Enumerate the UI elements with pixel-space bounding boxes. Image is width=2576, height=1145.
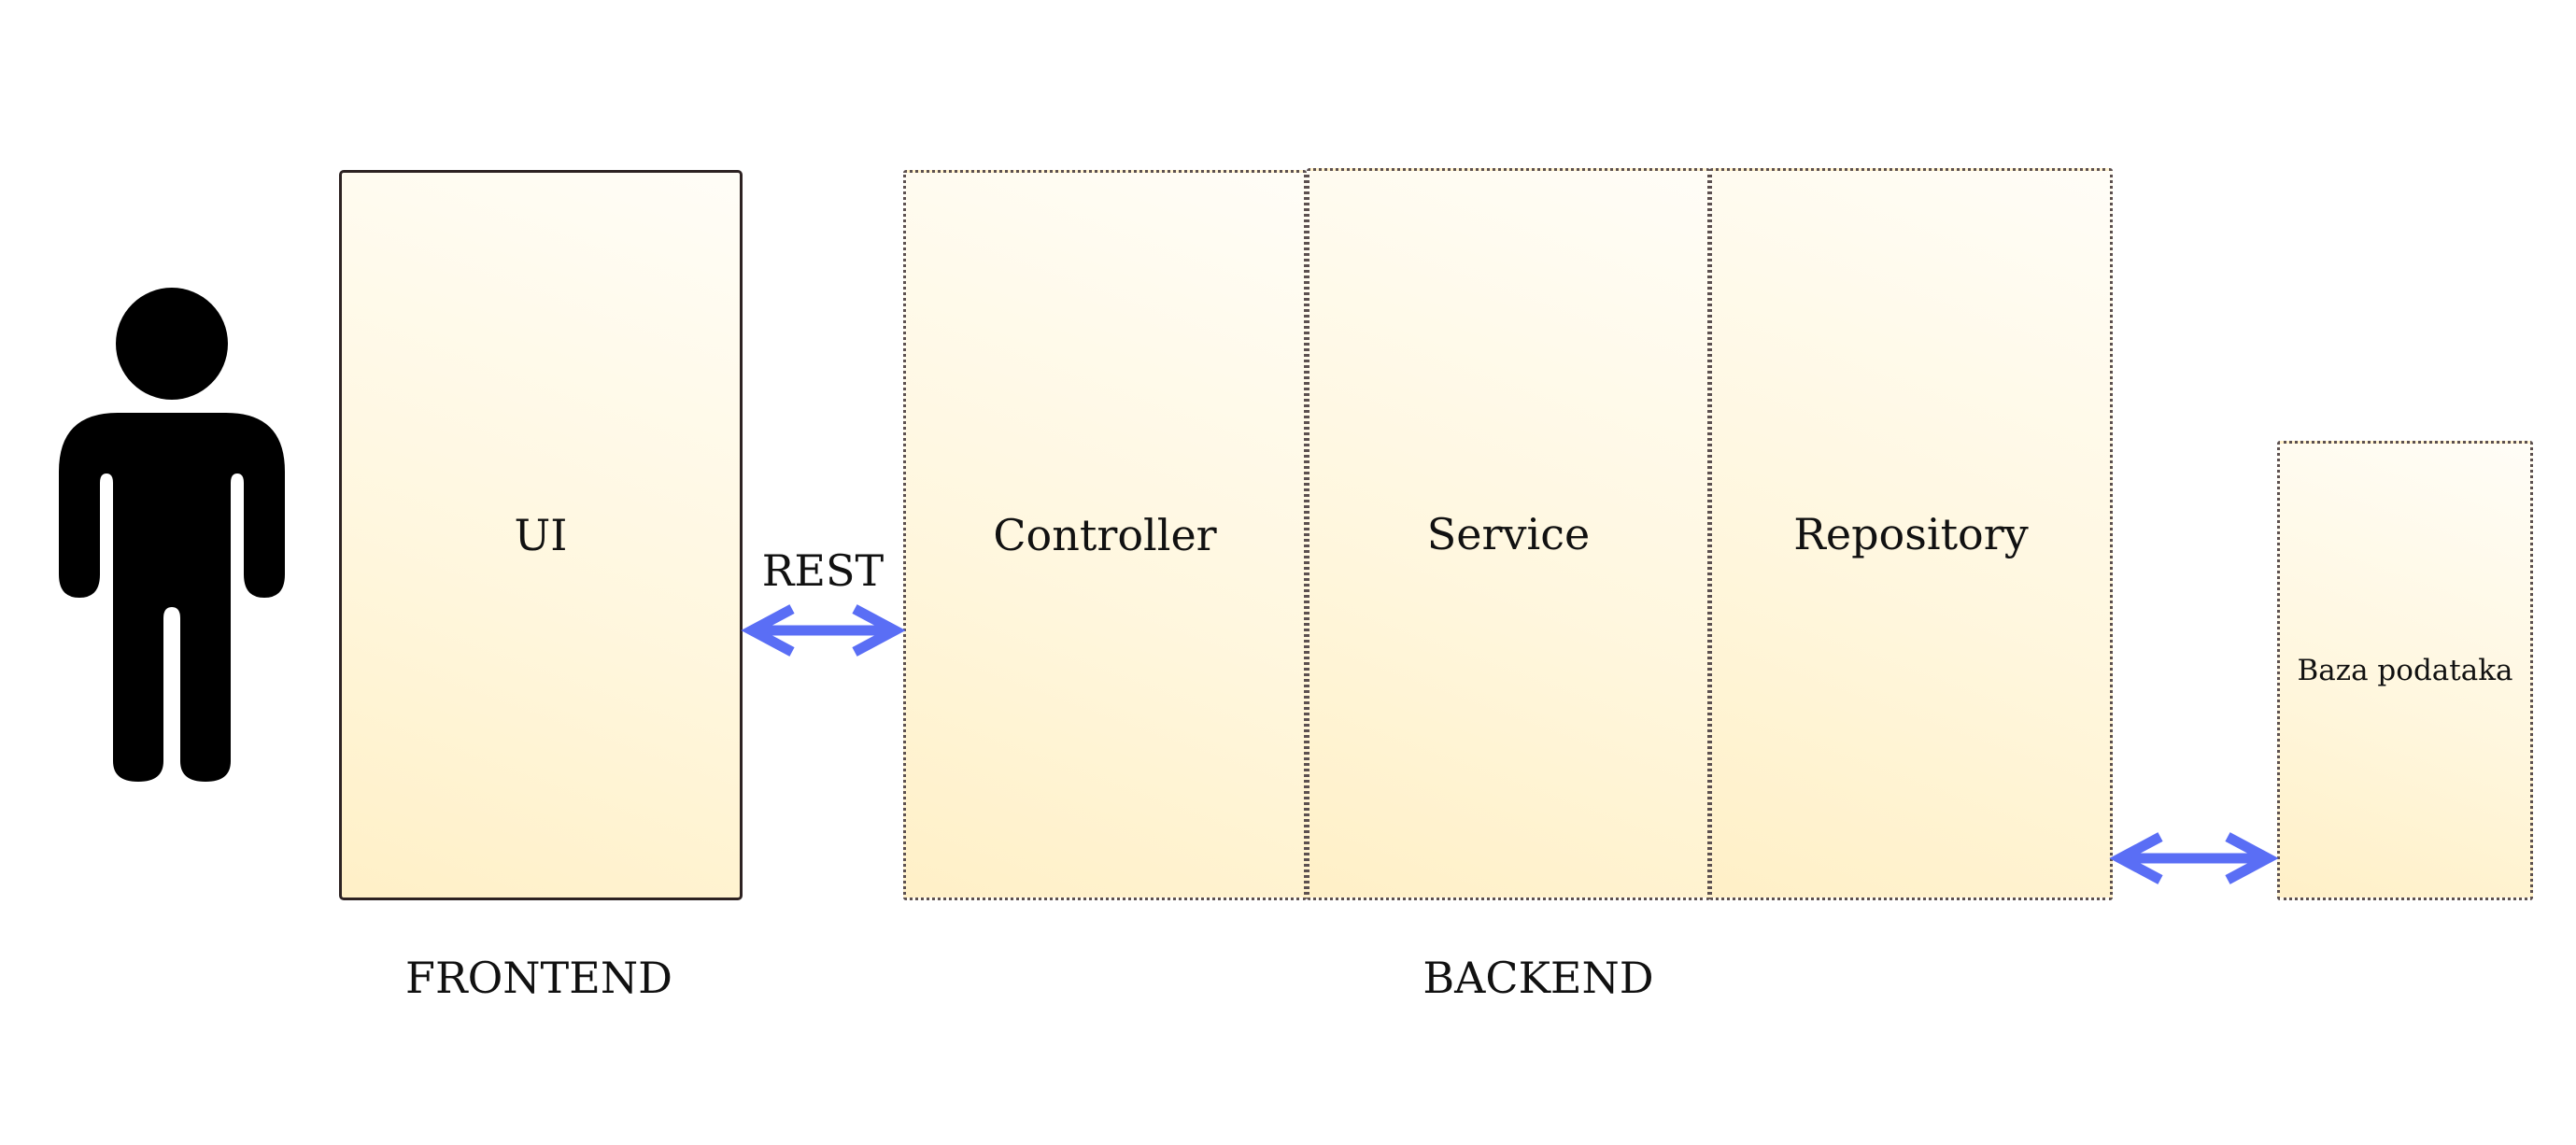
frontend-caption: FRONTEND (405, 953, 672, 1003)
repository-label: Repository (1793, 509, 2029, 559)
ui-box: UI (339, 170, 743, 900)
backend-caption: BACKEND (1422, 953, 1654, 1003)
ui-label: UI (514, 510, 568, 560)
database-label: Baza podataka (2297, 653, 2513, 687)
database-box: Baza podataka (2277, 441, 2533, 900)
rest-double-arrow-icon (741, 604, 906, 657)
service-box: Service (1307, 168, 1710, 900)
controller-label: Controller (993, 510, 1217, 560)
repository-box: Repository (1709, 168, 2113, 900)
rest-label: REST (761, 545, 885, 596)
controller-box: Controller (903, 170, 1307, 900)
service-label: Service (1426, 509, 1591, 559)
db-double-arrow-icon (2109, 832, 2279, 884)
